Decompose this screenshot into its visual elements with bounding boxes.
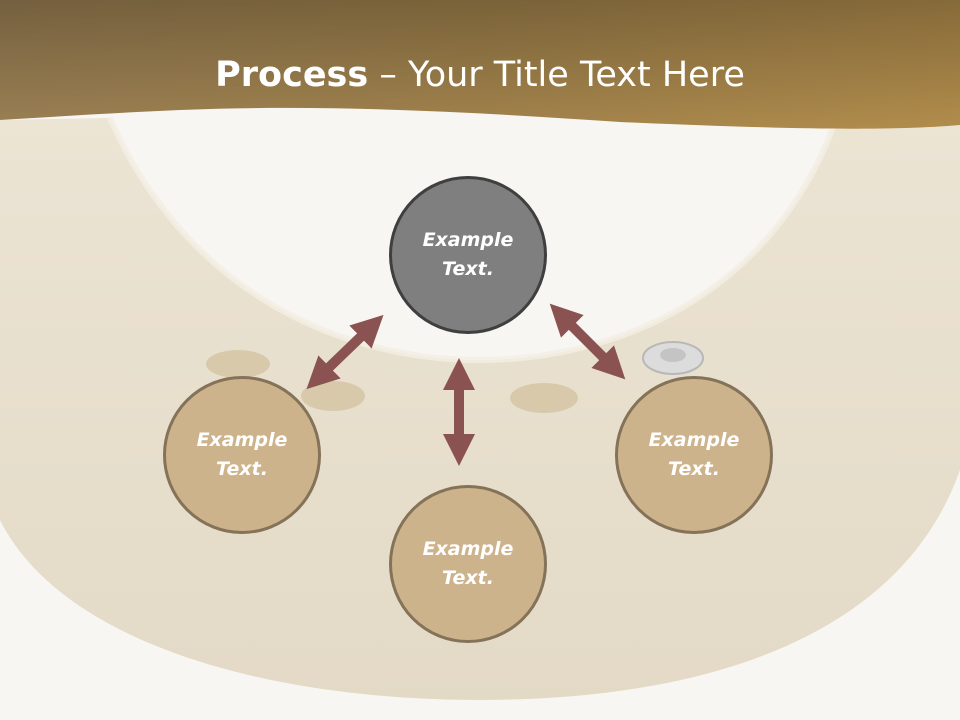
- title-bold: Process: [215, 55, 369, 95]
- arrow-top-right: [549, 303, 626, 380]
- left-node: Example Text.: [163, 376, 321, 534]
- bottom-node: Example Text.: [389, 485, 547, 643]
- node-label-line1: Example: [648, 429, 740, 451]
- node-label-line1: Example: [196, 429, 288, 451]
- node-label-line1: Example: [422, 229, 514, 251]
- node-label-line2: Text.: [668, 458, 720, 480]
- right-node: Example Text.: [615, 376, 773, 534]
- node-label-line1: Example: [422, 538, 514, 560]
- center-node: Example Text.: [389, 176, 547, 334]
- node-label-line2: Text.: [216, 458, 268, 480]
- title-rest: – Your Title Text Here: [368, 55, 745, 95]
- slide-title: Process – Your Title Text Here: [0, 54, 960, 96]
- node-label-line2: Text.: [442, 258, 494, 280]
- arrow-top-left: [306, 314, 384, 390]
- node-label-line2: Text.: [442, 567, 494, 589]
